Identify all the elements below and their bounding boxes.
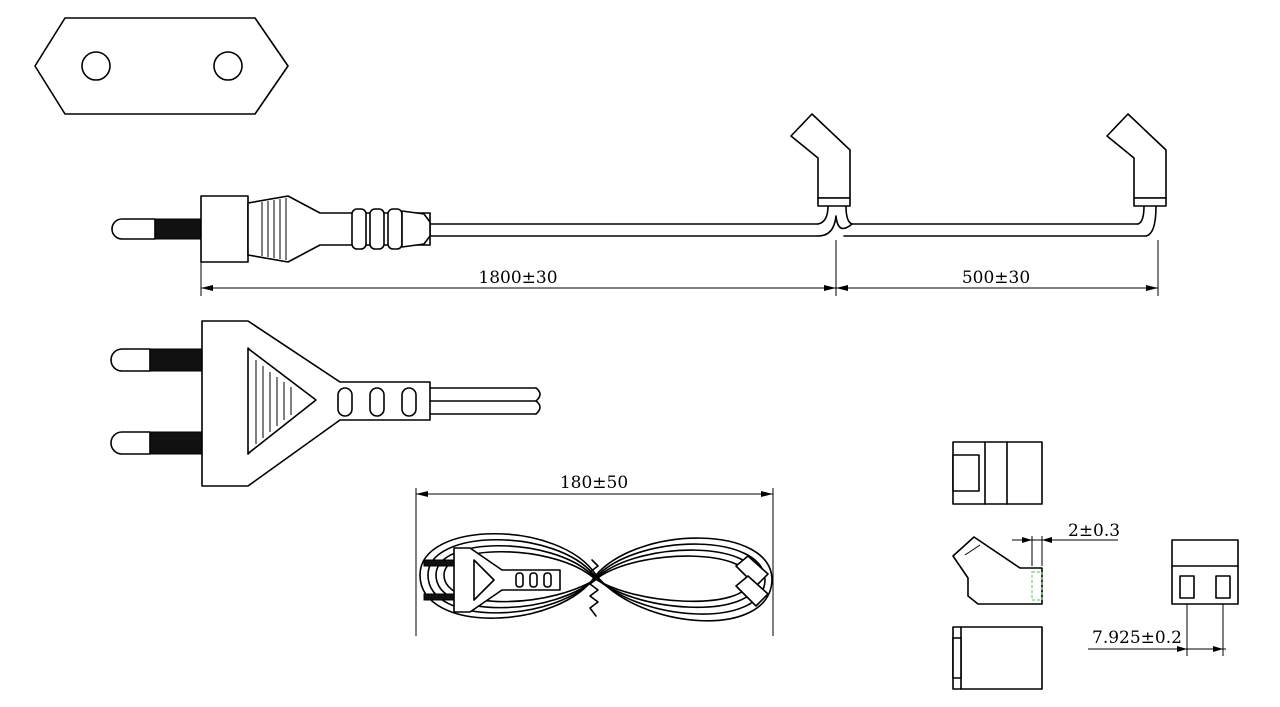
coil-length-label: 180±50 — [560, 473, 628, 493]
plug-face-view — [34, 17, 289, 115]
connector-bottom-view — [952, 626, 1043, 690]
coiled-cord-view — [419, 533, 773, 622]
branch-length-label: 500±30 — [962, 268, 1030, 288]
coil-length-dimension: 180±50 — [415, 473, 774, 636]
socket-pitch-label: 7.925±0.2 — [1092, 628, 1182, 648]
cord-side-view — [111, 113, 1167, 263]
connector-face-view — [1171, 539, 1239, 605]
main-cord-length-dimension: 1800±30 — [200, 240, 1159, 296]
socket-pitch-dimension: 7.925±0.2 — [1088, 604, 1226, 656]
connector-top-view — [952, 441, 1043, 505]
main-cord-length-label: 1800±30 — [478, 268, 557, 288]
tab-thickness-label: 2±0.3 — [1068, 521, 1120, 541]
connector-side-view — [952, 536, 1043, 605]
tab-thickness-dimension: 2±0.3 — [1012, 521, 1120, 566]
branch-length-dimension: 500±30 — [836, 268, 1158, 291]
plug-top-view — [110, 320, 541, 487]
